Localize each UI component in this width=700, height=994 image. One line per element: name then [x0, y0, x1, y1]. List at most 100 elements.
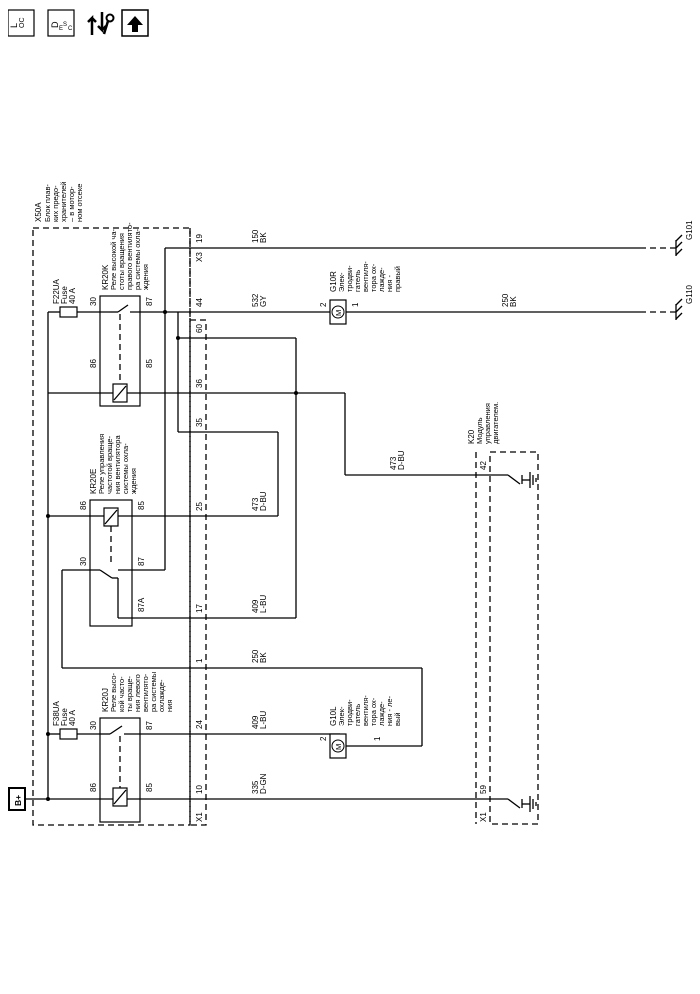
svg-text:кой часто-: кой часто- [117, 676, 126, 712]
svg-text:системы охла-: системы охла- [121, 443, 130, 494]
svg-text:87: 87 [145, 721, 154, 730]
wiring-tool-icon[interactable] [87, 12, 115, 35]
svg-text:KR20K: KR20K [101, 264, 110, 290]
svg-text:ты враще-: ты враще- [125, 676, 134, 712]
motor-g10r: M 2 1 G10R Элек- тродви- гатель вентиля-… [319, 261, 402, 325]
svg-text:BK: BK [259, 232, 268, 243]
x50a-label: X50A Блок плав- ких предо- хранителей – … [34, 182, 84, 222]
svg-text:59: 59 [479, 785, 488, 794]
svg-text:L-BU: L-BU [259, 711, 268, 729]
svg-text:охлажде-: охлажде- [157, 679, 166, 712]
svg-text:1: 1 [351, 302, 360, 307]
svg-text:2: 2 [319, 302, 328, 307]
svg-text:G10L: G10L [329, 706, 338, 726]
svg-text:– в мотор-: – в мотор- [67, 186, 76, 222]
svg-text:60: 60 [195, 324, 204, 333]
svg-text:1: 1 [195, 658, 204, 663]
svg-text:35: 35 [195, 418, 204, 427]
desc-icon[interactable]: D E S C [47, 9, 75, 37]
connector-x3-label: X3 [195, 252, 204, 262]
fuse-f38ua: F38UA Fuse 40 A [48, 700, 100, 740]
svg-text:30: 30 [89, 721, 98, 730]
svg-text:85: 85 [145, 359, 154, 368]
svg-text:250: 250 [501, 293, 510, 307]
svg-text:87: 87 [137, 557, 146, 566]
fuse-f22ua: F22UA Fuse 40 A [48, 278, 110, 318]
svg-text:X50A: X50A [34, 202, 43, 222]
svg-text:ния левого: ния левого [133, 674, 142, 712]
svg-text:G10R: G10R [329, 271, 338, 292]
connector-pins: 19 44 60 36 35 25 17 1 24 10 [195, 234, 204, 794]
svg-text:D-BU: D-BU [259, 491, 268, 511]
svg-text:Fuse: Fuse [60, 708, 69, 726]
svg-text:E: E [59, 26, 63, 32]
svg-text:KR20J: KR20J [101, 688, 110, 712]
svg-text:ра системы: ра системы [149, 672, 158, 712]
svg-text:гатель: гатель [353, 270, 362, 292]
svg-text:C: C [68, 26, 73, 32]
svg-text:вентиля-: вентиля- [361, 261, 370, 292]
svg-text:M: M [334, 744, 343, 750]
svg-text:F38UA: F38UA [52, 700, 61, 726]
svg-text:K20: K20 [467, 429, 476, 444]
svg-text:86: 86 [89, 359, 98, 368]
svg-text:2: 2 [319, 736, 328, 741]
svg-text:L-BU: L-BU [259, 595, 268, 613]
svg-text:G101: G101 [685, 220, 694, 240]
svg-text:24: 24 [195, 720, 204, 729]
svg-text:87: 87 [145, 297, 154, 306]
svg-text:S: S [63, 22, 67, 28]
svg-text:Блок плав-: Блок плав- [43, 184, 52, 222]
svg-text:473: 473 [389, 456, 398, 470]
svg-text:двигателем.: двигателем. [491, 402, 500, 444]
svg-text:85: 85 [137, 501, 146, 510]
svg-text:Реле высокой ча-: Реле высокой ча- [109, 229, 118, 290]
ground-g110: G110 [640, 284, 694, 320]
svg-text:Элек-: Элек- [337, 272, 346, 292]
relay-kr20k: KR20K Реле высокой ча- стоты вращения пр… [48, 222, 296, 407]
svg-text:BK: BK [259, 652, 268, 663]
svg-text:управления: управления [483, 403, 492, 444]
loc-icon[interactable]: L OC [8, 9, 35, 37]
svg-text:стоты вращения: стоты вращения [117, 233, 126, 290]
svg-text:B+: B+ [13, 795, 23, 806]
svg-text:86: 86 [89, 783, 98, 792]
svg-text:10: 10 [195, 785, 204, 794]
relay-kr20e: KR20E Реле управления частотой враще- ни… [48, 434, 296, 627]
svg-text:вентиля-: вентиля- [361, 695, 370, 726]
svg-text:335: 335 [251, 780, 260, 794]
svg-text:19: 19 [195, 234, 204, 243]
svg-text:532: 532 [251, 293, 260, 307]
svg-text:ра системы охла-: ра системы охла- [133, 228, 142, 290]
svg-text:ния -: ния - [385, 275, 394, 292]
svg-text:ном отсеке: ном отсеке [75, 184, 84, 222]
svg-text:G110: G110 [685, 284, 694, 304]
toolbar-icons: L OC D E S C [8, 9, 149, 37]
svg-text:лажде-: лажде- [377, 701, 386, 726]
arrow-up-icon[interactable] [121, 9, 149, 37]
svg-text:ждения: ждения [129, 468, 138, 494]
svg-text:ния - ле-: ния - ле- [385, 695, 394, 726]
svg-text:гатель: гатель [353, 704, 362, 726]
svg-text:85: 85 [145, 783, 154, 792]
svg-text:KR20E: KR20E [89, 469, 98, 494]
relay-kr20j: KR20J Реле высо- кой часто- ты враще- ни… [48, 672, 490, 823]
svg-text:30: 30 [89, 297, 98, 306]
svg-text:OC: OC [19, 18, 26, 29]
svg-text:ждения: ждения [141, 264, 150, 290]
svg-text:BK: BK [509, 296, 518, 307]
svg-text:40 A: 40 A [68, 287, 77, 304]
svg-text:ния вентилятора: ния вентилятора [113, 435, 122, 494]
svg-text:тродви-: тродви- [345, 265, 354, 292]
svg-text:17: 17 [195, 604, 204, 613]
svg-text:тора ох-: тора ох- [369, 263, 378, 292]
svg-text:Реле высо-: Реле высо- [109, 672, 118, 712]
svg-text:D-BU: D-BU [397, 450, 406, 470]
connector-x1-outline [189, 319, 207, 826]
svg-text:Элек-: Элек- [337, 706, 346, 726]
svg-text:лажде-: лажде- [377, 267, 386, 292]
battery-terminal: B+ [8, 787, 48, 811]
svg-text:250: 250 [251, 649, 260, 663]
svg-text:30: 30 [79, 557, 88, 566]
svg-text:ния: ния [165, 700, 174, 712]
